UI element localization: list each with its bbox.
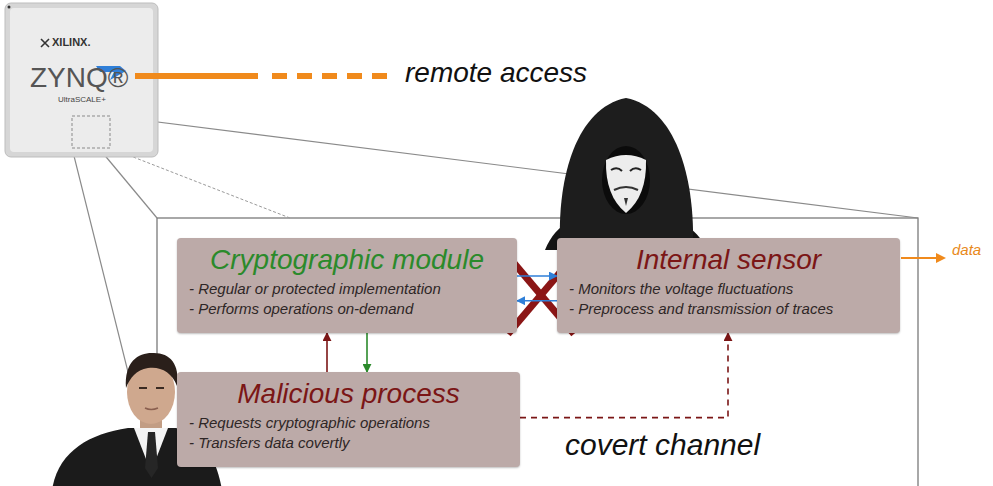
remote-link-dashed — [272, 73, 392, 79]
connector-arrow — [326, 333, 328, 372]
box-bullet: - Transfers data covertly — [189, 433, 508, 453]
box-bullet: - Preprocess and transmission of traces — [569, 299, 888, 319]
box-title: Internal sensor — [569, 244, 888, 276]
data-output-line — [901, 257, 937, 259]
attacker-hood — [560, 98, 693, 240]
zoom-line — [110, 116, 918, 218]
brand-name: XILINX. — [52, 36, 91, 48]
box-bullet: - Regular or protected implementation — [189, 279, 505, 299]
insider-mouth — [145, 408, 158, 410]
attacker-mask — [606, 155, 646, 213]
malicious-process-box: Malicious process - Requests cryptographi… — [177, 372, 520, 467]
output-caption: data — [952, 241, 981, 258]
crypto-module-box: Cryptographic module - Regular or protect… — [177, 238, 517, 333]
mask-eyes — [611, 168, 641, 171]
channel-caption: covert channel — [565, 428, 760, 462]
insider-eyes — [139, 387, 164, 389]
insider-hair — [126, 353, 178, 388]
box-title: Malicious process — [189, 378, 508, 410]
chip-family: ZYNQ® — [30, 62, 128, 94]
insider-tie — [145, 432, 158, 478]
zoom-line — [72, 148, 128, 372]
connector-arrow — [366, 333, 368, 372]
connector-arrow — [517, 275, 557, 277]
box-bullet: - Performs operations on-demand — [189, 299, 505, 319]
chip-package — [5, 3, 158, 157]
zoom-line — [110, 148, 290, 218]
mask-moustache — [614, 187, 638, 190]
connector-arrow — [517, 300, 557, 302]
internal-sensor-box: Internal sensor - Monitors the voltage fl… — [557, 238, 900, 333]
data-output-head — [936, 253, 946, 263]
remote-link — [135, 73, 258, 79]
chip-lid — [10, 8, 153, 152]
box-bullet: - Monitors the voltage fluctuations — [569, 279, 888, 299]
mask-beard — [624, 198, 628, 206]
box-bullet: - Requests cryptographic operations — [189, 413, 508, 433]
zoom-region — [72, 116, 110, 148]
link-caption: remote access — [405, 57, 587, 89]
box-title: Cryptographic module — [189, 244, 505, 276]
chip-series: UltraSCALE+ — [58, 95, 106, 104]
attacker-face-shadow — [602, 146, 650, 214]
pin-one-dot — [8, 6, 11, 9]
zoom-frame — [157, 218, 918, 486]
xilinx-logo — [41, 39, 49, 47]
connector-arrow — [520, 333, 728, 418]
